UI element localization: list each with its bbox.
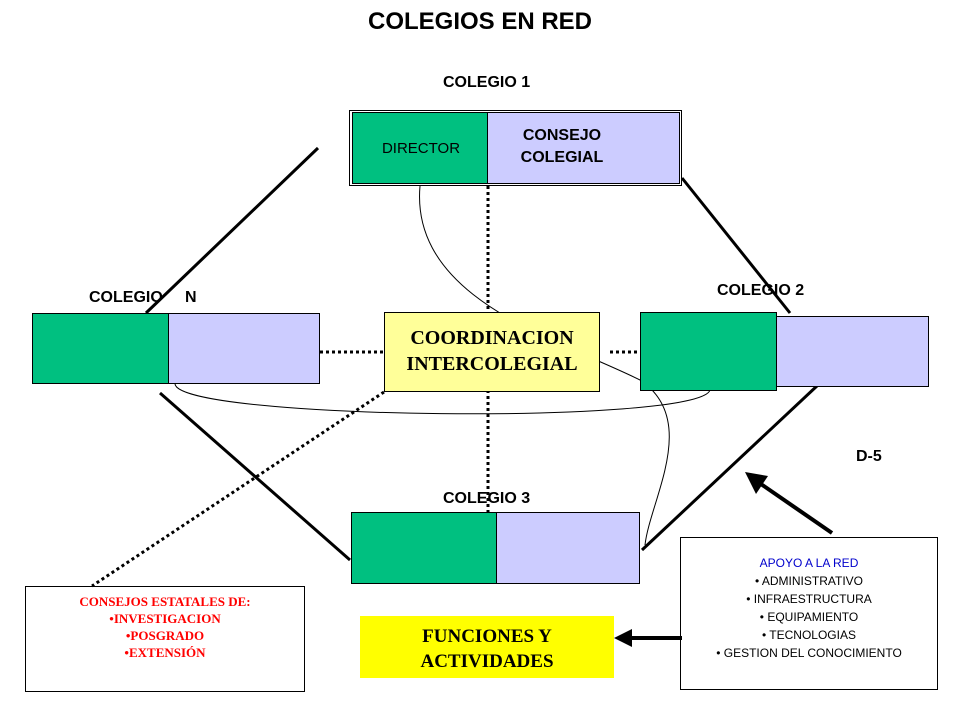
consejos-heading: CONSEJOS ESTATALES DE:	[79, 594, 251, 609]
colegio-2-green-box	[640, 312, 777, 391]
colegio-3-lavender-box	[496, 512, 640, 584]
diagram-title: COLEGIOS EN RED	[367, 8, 593, 35]
funciones-line-2: ACTIVIDADES	[420, 651, 554, 672]
colegio-n-green-box	[32, 313, 170, 384]
arrow-apoyo-up	[756, 480, 834, 535]
edge-cn-c3	[159, 391, 351, 562]
consejo-line-1: CONSEJO	[522, 127, 602, 144]
consejo-line-2: COLEGIAL	[520, 149, 604, 166]
consejos-estatales-box: CONSEJOS ESTATALES DE: •INVESTIGACION •P…	[25, 586, 305, 692]
apoyo-heading: APOYO A LA RED	[759, 556, 859, 570]
colegio-3-green-box	[351, 512, 498, 584]
coordinacion-intercolegial-box: COORDINACION INTERCOLEGIAL	[384, 312, 600, 392]
colegio-n-lavender-box	[168, 313, 320, 384]
colegio-1-label: COLEGIO 1	[443, 74, 531, 91]
coordinacion-line-1: COORDINACION	[410, 327, 574, 349]
apoyo-item: • TECNOLOGIAS	[761, 628, 856, 642]
consejos-item: •POSGRADO	[125, 628, 205, 643]
arrow-apoyo-up-head	[745, 472, 768, 494]
director-box: DIRECTOR	[352, 112, 488, 184]
colegio-2-label: COLEGIO 2	[717, 282, 805, 299]
apoyo-item: • ADMINISTRATIVO	[755, 574, 863, 588]
dotted-coord-consejos	[91, 390, 385, 588]
apoyo-red-box: APOYO A LA RED • ADMINISTRATIVO • INFRAE…	[680, 537, 938, 690]
funciones-actividades-box: FUNCIONES Y ACTIVIDADES	[360, 616, 614, 678]
consejos-item: •EXTENSIÓN	[124, 645, 206, 660]
edge-c1-cn	[144, 146, 320, 315]
curve-cn-c2	[174, 383, 711, 415]
director-label: DIRECTOR	[381, 140, 461, 157]
colegio-2-lavender-box	[774, 316, 929, 387]
curve-director-c3	[419, 185, 670, 546]
apoyo-item: • GESTION DEL CONOCIMIENTO	[716, 646, 902, 660]
code-label: D-5	[856, 448, 882, 465]
edge-c1-c2	[680, 177, 792, 314]
funciones-line-1: FUNCIONES Y	[422, 626, 552, 647]
arrow-apoyo-left-head	[614, 629, 632, 647]
coordinacion-line-2: INTERCOLEGIAL	[406, 353, 578, 375]
colegio-3-label: COLEGIO 3	[443, 490, 531, 507]
apoyo-item: • INFRAESTRUCTURA	[746, 592, 872, 606]
colegio-1-frame	[349, 110, 682, 186]
colegio-n-label: COLEGIO N	[89, 289, 197, 306]
consejos-item: •INVESTIGACION	[109, 611, 221, 626]
apoyo-item: • EQUIPAMIENTO	[759, 610, 859, 624]
edge-c2-c3	[640, 383, 820, 552]
